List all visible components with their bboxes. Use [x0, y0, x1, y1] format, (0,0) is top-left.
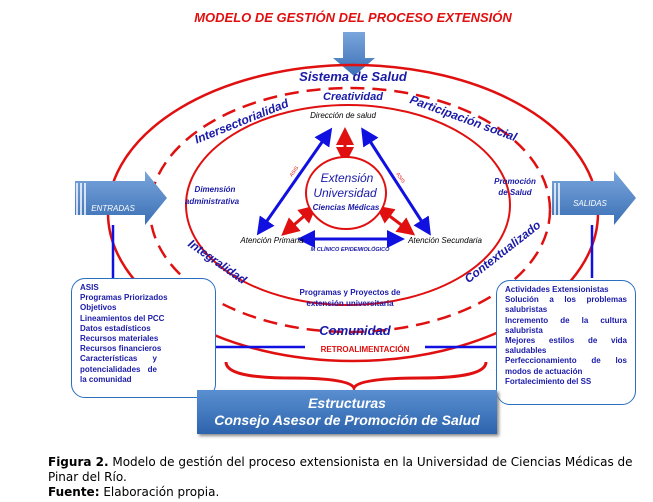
- participacion-label: Participación social: [408, 92, 519, 144]
- entradas-arrow: [75, 171, 167, 225]
- output-item: Fortalecimiento del SS: [505, 376, 592, 386]
- caption-label: Figura 2.: [48, 455, 109, 469]
- input-item: Datos estadísticos: [80, 323, 151, 333]
- input-item: Lineamientos del PCC: [80, 313, 165, 323]
- inner-ellipse: [185, 104, 511, 306]
- clinico-epidemiologico: M CLÍNICO EPIDEMIOLÓGICO: [311, 246, 391, 253]
- contextualizado-label: Contextualizado: [462, 218, 544, 286]
- input-item: Programas Priorizados: [80, 293, 168, 303]
- input-item: Objetivos: [80, 303, 117, 313]
- comunidad-label: Comunidad: [319, 323, 392, 338]
- structures-subtitle: Consejo Asesor de Promoción de Salud: [214, 412, 480, 428]
- output-item: Incremento de la cultura salubrista: [505, 315, 627, 335]
- center-extension: Extensión: [321, 171, 374, 185]
- input-item: ASIS: [80, 283, 99, 292]
- direccion-salud: Dirección de salud: [310, 111, 376, 120]
- asis-left: ASIS: [289, 165, 301, 178]
- salidas-arrow: [552, 171, 636, 225]
- dimension-label-2: administrativa: [185, 197, 240, 206]
- programas-line-1: Programas y Proyectos de: [300, 288, 401, 297]
- figure-caption: Figura 2. Modelo de gestión del proceso …: [48, 455, 638, 500]
- inputs-box: ASIS Programas Priorizados Objetivos Lin…: [71, 278, 216, 398]
- center-universidad: Universidad: [313, 186, 377, 200]
- center-circle: [305, 156, 387, 230]
- promocion-label-1: Promoción: [494, 177, 536, 186]
- bracket: [224, 361, 488, 393]
- source-label: Fuente:: [48, 485, 100, 499]
- output-item: Actividades Extensionistas: [505, 285, 609, 294]
- entradas-label: ENTRADAS: [91, 204, 135, 213]
- input-item: Recursos financieros: [80, 344, 162, 354]
- creatividad-label: Creatividad: [323, 91, 383, 103]
- outputs-box: Actividades Extensionistas Solución a lo…: [496, 280, 636, 405]
- atencion-primaria: Atención Primaria: [239, 236, 304, 245]
- input-item: Características y potencialidades de la …: [80, 354, 157, 384]
- dimension-label-1: Dimensión: [195, 185, 236, 194]
- atencion-secundaria: Atención Secundaria: [407, 236, 482, 245]
- salidas-label: SALIDAS: [573, 199, 607, 208]
- center-ciencias: Ciencias Médicas: [313, 203, 380, 212]
- sistema-salud-label: Sistema de Salud: [299, 69, 408, 84]
- caption-text: Modelo de gestión del proceso extensioni…: [48, 455, 633, 484]
- structures-title: Estructuras: [308, 395, 386, 411]
- output-item: Solución a los problemas salubristas: [505, 295, 627, 315]
- asis-right: ASIS: [394, 172, 406, 185]
- intersectorialidad-label: Intersectorialidad: [193, 96, 292, 147]
- input-item: Recursos materiales: [80, 334, 159, 344]
- diagram-title: MODELO DE GESTIÓN DEL PROCESO EXTENSIÓN: [194, 10, 512, 25]
- output-item: Mejores estilos de vida saludables: [505, 336, 627, 356]
- retroalimentacion-label: RETROALIMENTACIÓN: [321, 345, 410, 354]
- structures-box: Estructuras Consejo Asesor de Promoción …: [197, 390, 497, 434]
- promocion-label-2: de Salud: [498, 188, 532, 197]
- source-text: Elaboración propia.: [99, 485, 220, 499]
- output-item: Perfeccionamiento de los modos de actuac…: [505, 356, 627, 376]
- programas-line-2: extensión universitaria: [306, 299, 394, 308]
